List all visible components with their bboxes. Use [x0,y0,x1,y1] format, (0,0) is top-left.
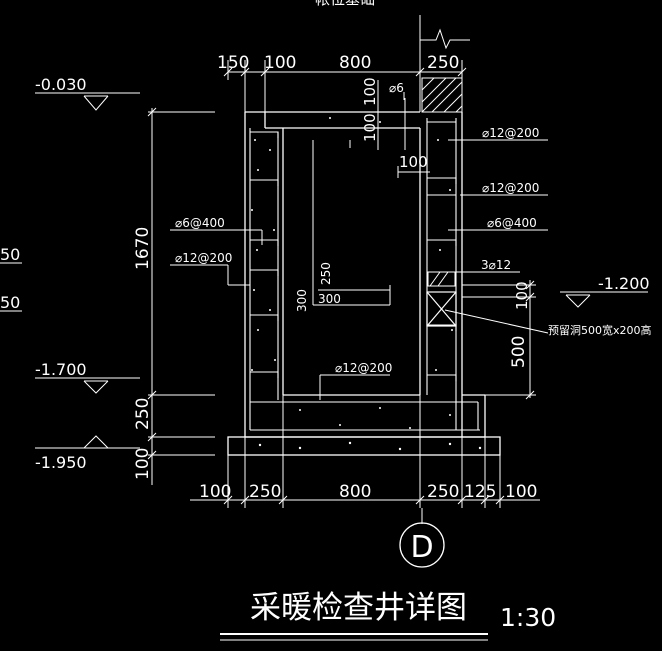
elevation-marker-top [35,92,140,111]
dim-top-offset-vert: 100 [361,113,379,142]
right-wall-rebar [426,118,479,430]
reserved-opening-label: 预留洞500宽x200高 [548,323,652,337]
elevation-marker-inner-bottom [35,377,140,394]
well-structure [227,111,501,456]
rebar-right-1: ⌀12@200 [482,126,539,140]
elevation-bottom-label: -1.950 [35,453,87,472]
elevation-marker-bottom [35,435,140,449]
left-vertical-dimension [147,107,215,485]
bottom-dimension-chain [190,395,540,508]
bottom-dim-3: 800 [339,482,371,502]
elevation-right-label: -1.200 [598,274,650,293]
elevation-left-fragment-2: 50 [0,293,20,312]
rebar-leaders [170,98,549,400]
dim-opening-height: 500 [509,336,529,368]
rebar-left-1: ⌀6@400 [175,216,225,230]
dim-pipe-gap: 100 [513,281,531,310]
elevation-left-fragment-1: 50 [0,245,20,264]
header-fragment: 帐位基础 [315,0,375,8]
dim-top-cover: 100 [361,77,379,106]
elevation-top-label: -0.030 [35,75,87,94]
rebar-top-small: ⌀6 [389,81,404,95]
break-line [419,15,470,112]
dim-top-offset: 100 [399,153,428,171]
corner-vertical-left-dim: 300 [295,289,309,312]
bottom-dim-2: 250 [249,482,281,502]
bottom-dim-1: 100 [199,482,231,502]
top-dim-4: 250 [427,53,459,73]
left-wall-rebar [249,128,480,431]
detail-marker-circle [399,522,445,568]
top-dim-1: 150 [217,53,249,73]
rebar-right-3: ⌀6@400 [487,216,537,230]
elevation-marker-right [560,291,648,308]
top-dim-3: 800 [339,53,371,73]
drawing-scale: 1:30 [500,603,556,632]
corner-vertical-dim: 250 [319,262,333,285]
reserved-opening [426,291,457,327]
rebar-right-2: ⌀12@200 [482,181,539,195]
rebar-lintel: 3⌀12 [481,258,511,272]
right-vertical-dims [462,280,536,400]
bottom-dim-5: 125 [464,482,496,502]
elevation-inner-bottom-label: -1.700 [35,360,87,379]
drawing-title: 采暖检查井详图 [250,590,467,626]
lintel-rebar [427,271,456,287]
dim-footing: 100 [133,448,153,480]
bottom-dim-4: 250 [427,482,459,502]
rebar-left-2: ⌀12@200 [175,251,232,265]
top-dim-2: 100 [264,53,296,73]
rebar-bottom: ⌀12@200 [335,361,392,375]
hatched-wall [421,77,463,113]
bottom-dim-6: 100 [505,482,537,502]
concrete-stipple [251,117,482,451]
dim-height-total: 1670 [133,227,153,270]
detail-marker-letter: D [410,530,433,565]
inner-bent-bar [312,140,391,306]
dim-base-slab: 250 [133,398,153,430]
corner-horizontal-dim: 300 [318,292,341,306]
